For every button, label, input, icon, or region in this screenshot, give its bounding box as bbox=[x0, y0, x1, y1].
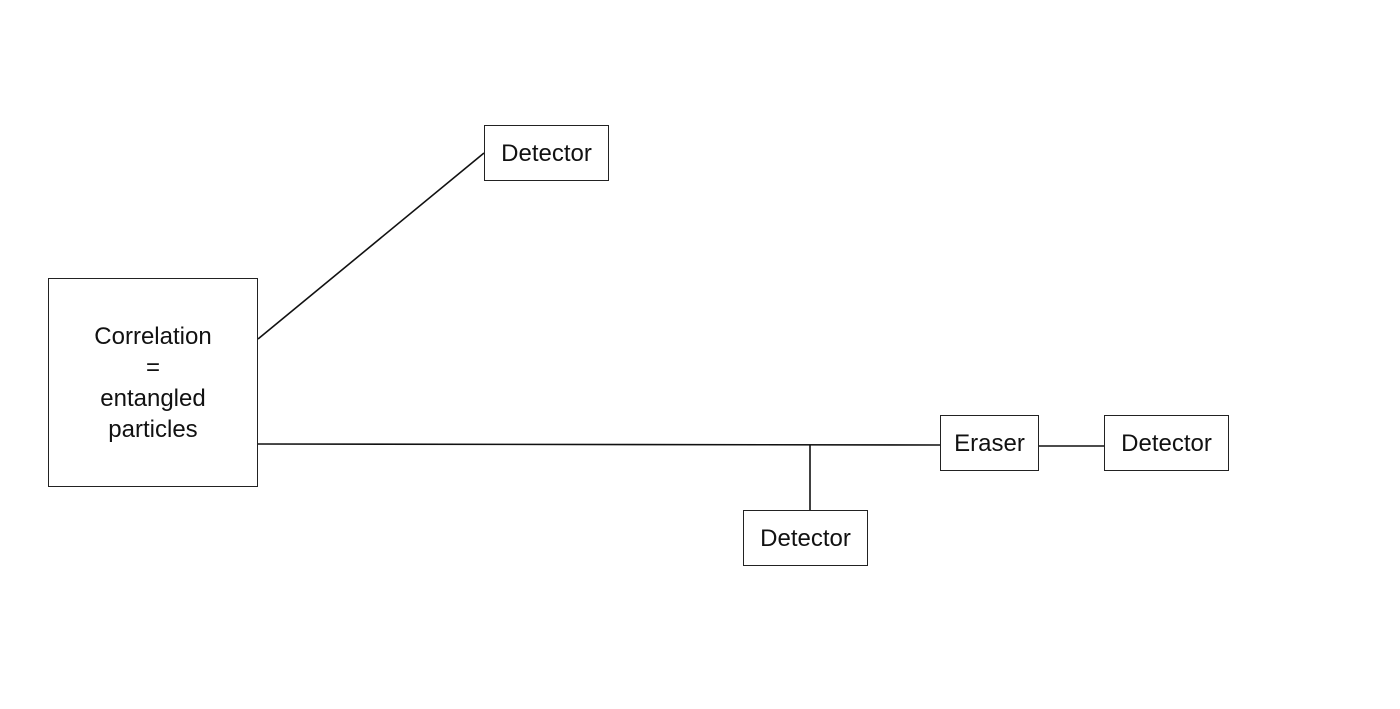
source-label-line-4: particles bbox=[108, 415, 198, 443]
source-to-upper-detector-line bbox=[257, 152, 485, 340]
right-detector-label: Detector bbox=[1121, 429, 1212, 457]
eraser-box: Eraser bbox=[940, 415, 1039, 471]
upper-detector-box: Detector bbox=[484, 125, 609, 181]
source-label-line-3: entangled bbox=[100, 384, 206, 412]
source-label-line-2: = bbox=[145, 353, 160, 381]
lower-detector-label: Detector bbox=[760, 524, 851, 552]
source-label-line-1: Correlation bbox=[94, 322, 212, 350]
upper-detector-label: Detector bbox=[501, 139, 592, 167]
lower-detector-box: Detector bbox=[743, 510, 868, 566]
entangled-source-box: Correlation = entangled particles bbox=[48, 278, 258, 487]
source-label: Correlation = entangled particles bbox=[94, 321, 211, 445]
right-detector-box: Detector bbox=[1104, 415, 1229, 471]
eraser-label: Eraser bbox=[954, 429, 1025, 457]
source-to-eraser-line bbox=[257, 443, 941, 446]
